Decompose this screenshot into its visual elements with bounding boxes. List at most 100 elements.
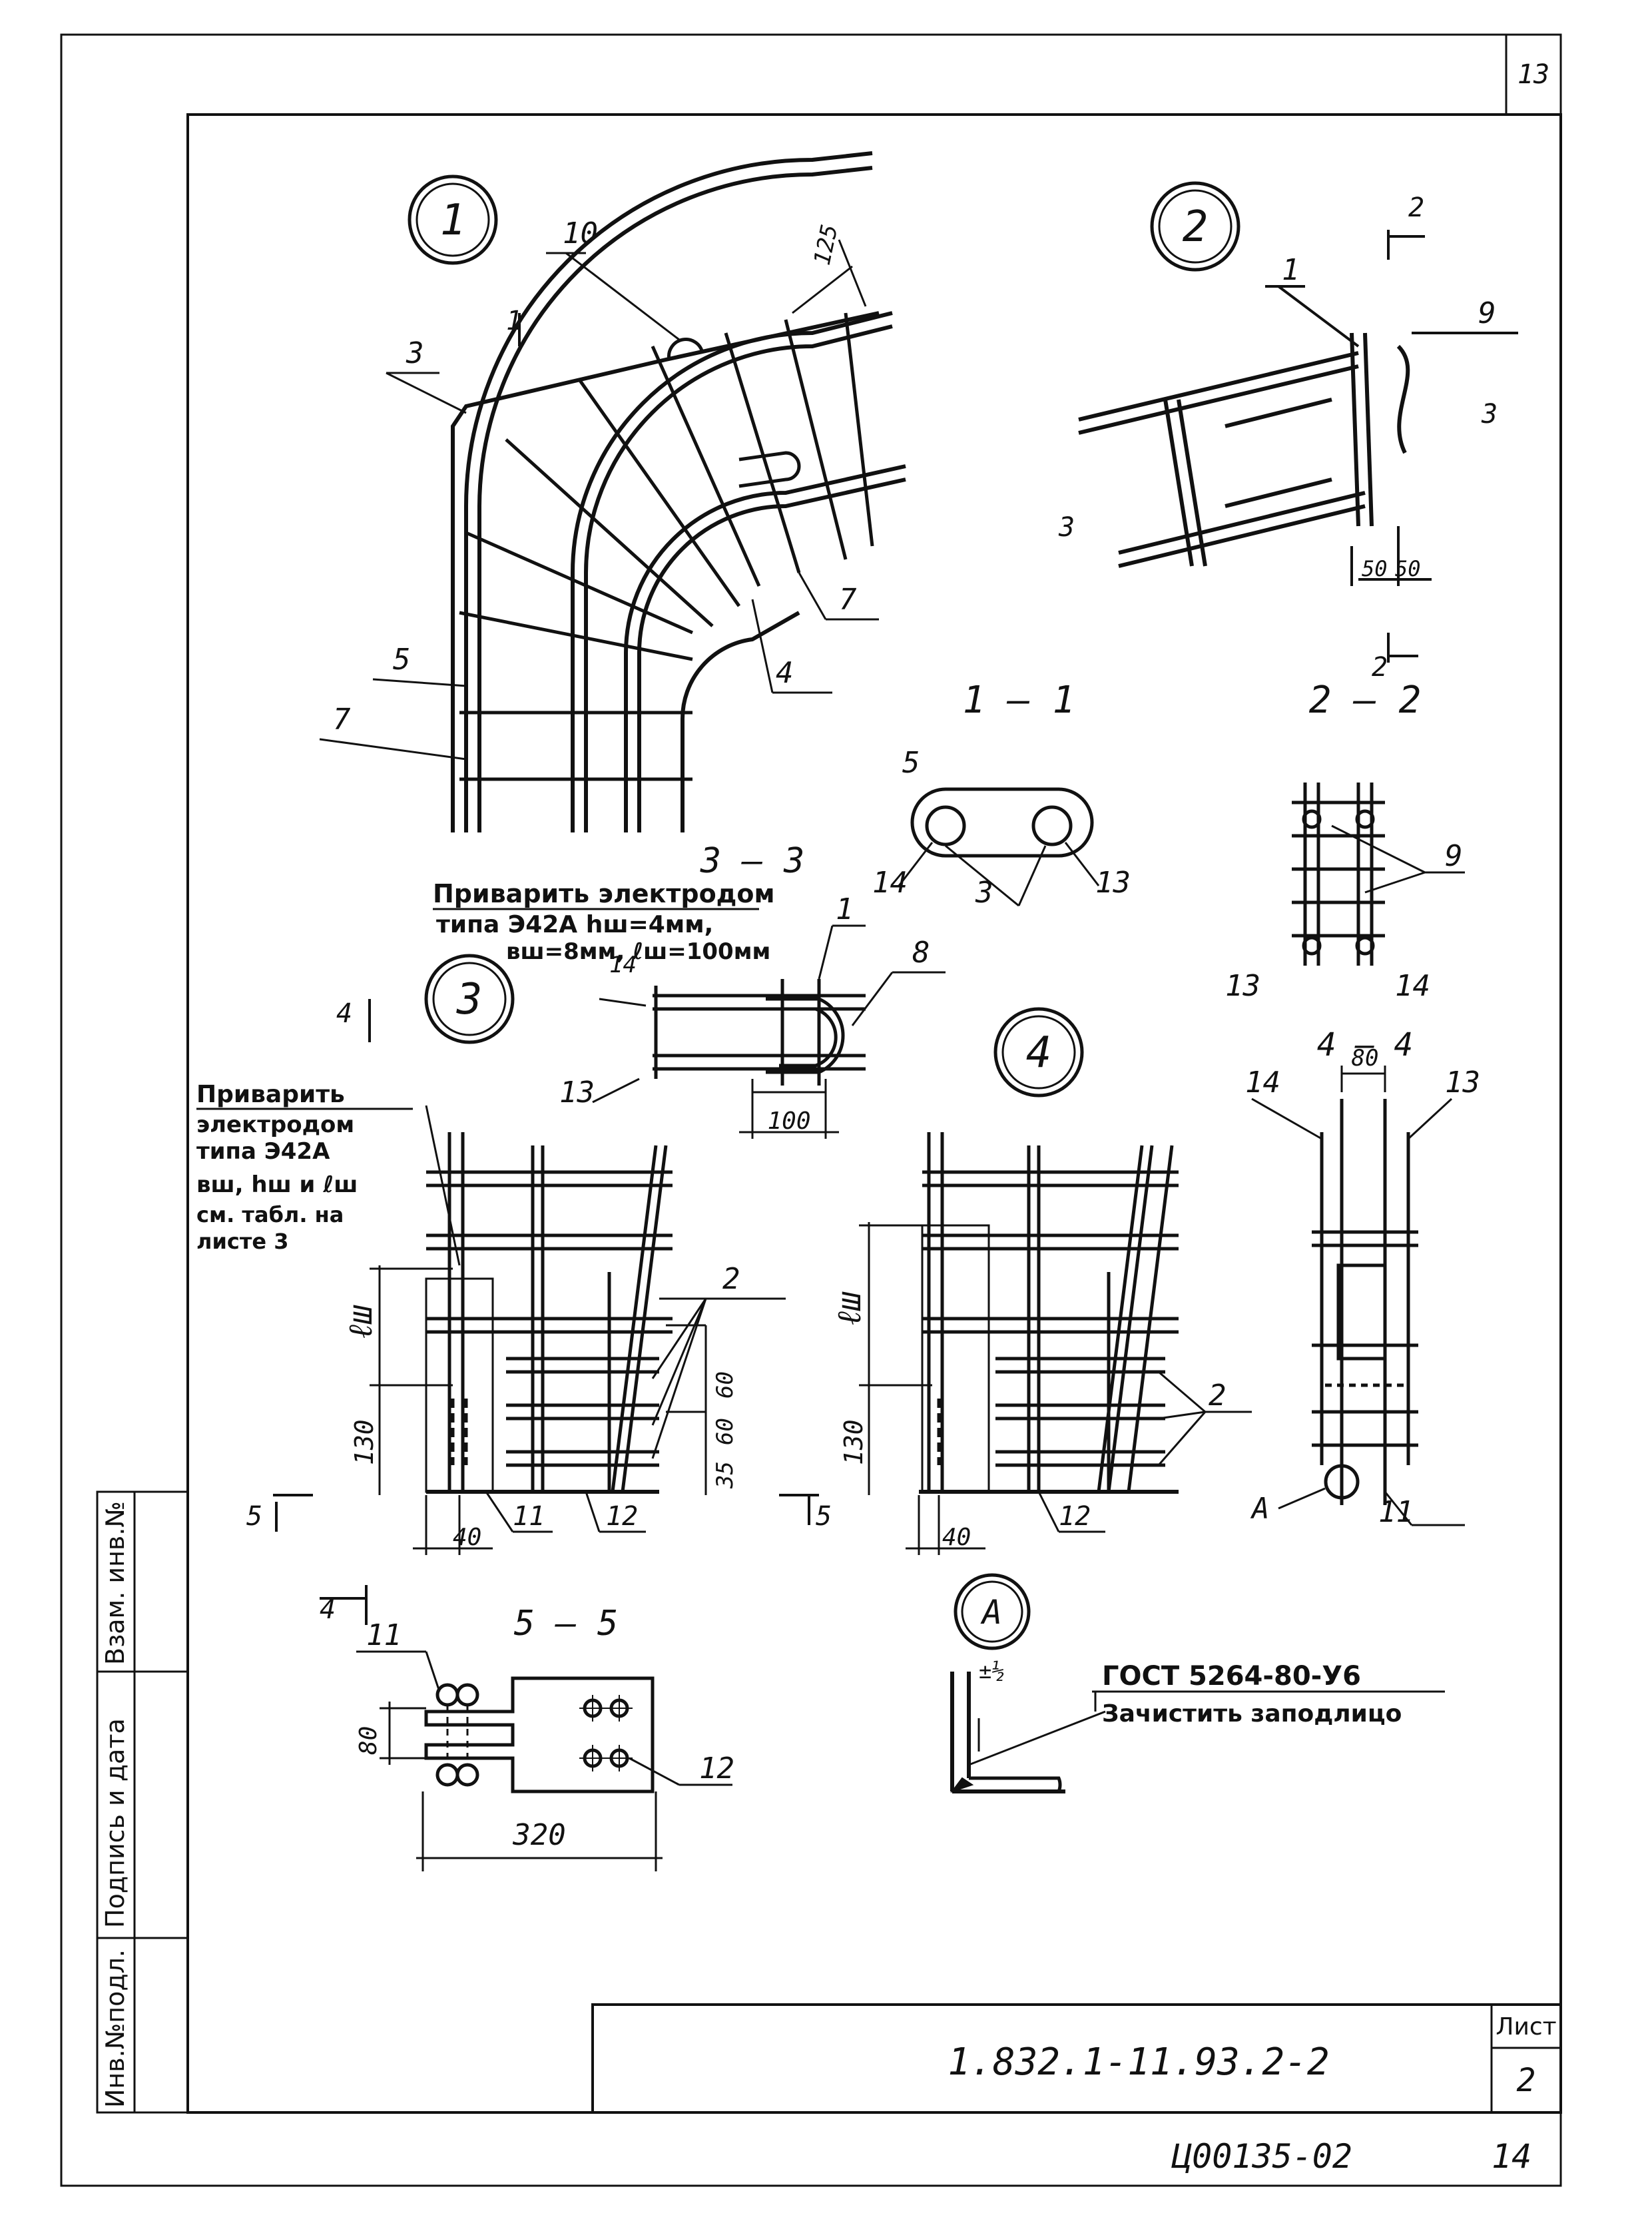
dim-50-right: 50 — [1395, 556, 1421, 581]
section-1-1-title: 1 – 1 — [963, 679, 1075, 722]
view-1-label: 1 — [440, 196, 466, 245]
side-stamp: Взам. инв.№ Подпись и дата Инв.№подл. — [96, 1490, 189, 2114]
dim-50-left: 50 — [1362, 556, 1388, 581]
callout-12-left: 12 — [606, 1501, 638, 1532]
weld-left-line-1: Приварить — [196, 1081, 345, 1108]
dim-35: 35 — [712, 1461, 738, 1489]
callout-13-view3: 13 — [559, 1076, 595, 1110]
dim-80-section55: 80 — [355, 1726, 382, 1755]
dim-lsh-left: ℓш — [341, 1305, 380, 1339]
gost-note: ГОСТ 5264-80-У6 — [1102, 1661, 1361, 1692]
section-5-5-title: 5 – 5 — [514, 1604, 619, 1644]
view-3-label: 3 — [456, 975, 483, 1024]
callout-1-view3: 1 — [836, 892, 854, 926]
view-4-label: 4 — [1026, 1028, 1052, 1078]
callout-14-section44: 14 — [1245, 1066, 1280, 1100]
callout-2-middle: 2 — [1209, 1379, 1227, 1413]
callout-5-view1: 5 — [393, 643, 411, 677]
section-mark-3-left: 3 — [1058, 512, 1075, 543]
callout-14-view3: 14 — [609, 952, 637, 978]
section-2-2-drawing — [1292, 783, 1465, 966]
dim-130-left: 130 — [350, 1419, 379, 1465]
callout-13-section11: 13 — [1095, 866, 1131, 900]
callout-7-left: 7 — [333, 703, 351, 737]
archive-number: Ц00135-02 — [1171, 2137, 1352, 2176]
dim-130-middle: 130 — [839, 1419, 868, 1465]
weld-left-line-3: типа Э42А — [196, 1138, 330, 1165]
section-1-1-drawing — [898, 787, 1100, 907]
view-1-leaders — [319, 239, 879, 761]
left-elevation-drawing — [273, 1105, 786, 1555]
section-mark-5-left: 5 — [246, 1501, 262, 1532]
callout-3-section11: 3 — [975, 876, 993, 910]
section-mark-5-right: 5 — [816, 1501, 832, 1532]
callout-12-middle: 12 — [1059, 1501, 1091, 1532]
weld-note-3-3: Приварить электродом типа Э42А hш=4мм, в… — [433, 879, 775, 965]
dim-tolerance: ±½ — [979, 1658, 1005, 1684]
view-4-marker — [993, 1007, 1084, 1098]
view-2-marks — [1265, 230, 1518, 663]
stamp-sign-date: Подпись и дата — [101, 1718, 130, 1928]
callout-5-section11: 5 — [902, 746, 920, 780]
view-1-curved-tray — [408, 151, 906, 832]
dim-60-lower: 60 — [712, 1418, 738, 1445]
callout-7-right: 7 — [839, 583, 857, 617]
view-2-label: 2 — [1183, 202, 1209, 252]
document-code: 1.832.1-11.93.2-2 — [948, 2041, 1329, 2084]
section-mark-3-right: 3 — [1481, 399, 1498, 430]
dim-40-left: 40 — [453, 1524, 481, 1551]
weld-note-left: Приварить электродом типа Э42А вш, hш и … — [196, 1081, 413, 1254]
section-mark-2-bottom: 2 — [1372, 652, 1388, 683]
dim-100: 100 — [767, 1108, 810, 1135]
callout-1-view2: 1 — [1282, 253, 1300, 287]
weld-left-line-5: см. табл. на — [196, 1202, 344, 1227]
section-mark-2-top: 2 — [1408, 192, 1424, 223]
section-mark-4-left: 4 — [336, 998, 352, 1029]
callout-3-view1: 3 — [406, 336, 424, 370]
dim-lsh-middle: ℓш — [830, 1291, 868, 1325]
detail-a-mark: А — [1250, 1492, 1270, 1526]
section-4-4-title: 4 – 4 — [1317, 1026, 1414, 1064]
callout-9-view2: 9 — [1478, 296, 1496, 330]
callout-13-section22: 13 — [1225, 969, 1260, 1003]
view-3-drawing — [424, 924, 946, 1139]
dim-125: 125 — [809, 222, 844, 267]
callout-14-section22: 14 — [1395, 969, 1430, 1003]
title-block — [591, 2003, 1562, 2114]
page-number: 14 — [1492, 2137, 1531, 2176]
callout-4: 4 — [776, 656, 794, 690]
corner-number: 13 — [1517, 59, 1549, 90]
weld-33-line-2: типа Э42А hш=4мм, — [436, 911, 713, 938]
dim-60-upper: 60 — [712, 1371, 738, 1399]
detail-a-label: А — [980, 1593, 1002, 1632]
callout-2-left: 2 — [722, 1262, 740, 1296]
callout-11-section55: 11 — [366, 1618, 402, 1652]
middle-elevation-drawing — [859, 1132, 1252, 1555]
clean-note: Зачистить заподлицо — [1102, 1700, 1402, 1728]
section-mark-5-lines — [275, 1494, 819, 1532]
dim-320: 320 — [512, 1818, 565, 1852]
weld-33-line-1: Приварить электродом — [433, 879, 775, 908]
stamp-inv-podl: Инв.№подл. — [101, 1949, 130, 2108]
callout-11-section44: 11 — [1378, 1495, 1414, 1529]
view-2-tray-end — [1078, 181, 1410, 568]
callout-11-left: 11 — [513, 1501, 545, 1532]
sheet-number: 2 — [1517, 2062, 1536, 2099]
sheet-label: Лист — [1496, 2013, 1556, 2041]
callout-8: 8 — [912, 936, 930, 970]
weld-left-line-6: листе 3 — [196, 1229, 288, 1254]
detail-a-drawing — [950, 1573, 1445, 1793]
weld-left-line-4: вш, hш и ℓш — [196, 1171, 358, 1198]
callout-10: 10 — [563, 216, 598, 250]
callout-12-section55: 12 — [699, 1752, 734, 1785]
section-3-3-title: 3 – 3 — [700, 841, 805, 881]
callout-9-section22: 9 — [1445, 839, 1463, 873]
stamp-vzam-inv: Взам. инв.№ — [101, 1501, 130, 1665]
dim-40-middle: 40 — [942, 1524, 971, 1551]
section-2-2-title: 2 – 2 — [1309, 679, 1422, 722]
callout-13-section44: 13 — [1445, 1066, 1480, 1100]
section-5-5-drawing — [356, 1650, 732, 1871]
dim-80-top: 80 — [1352, 1045, 1379, 1072]
section-4-4-drawing — [1251, 1066, 1465, 1526]
